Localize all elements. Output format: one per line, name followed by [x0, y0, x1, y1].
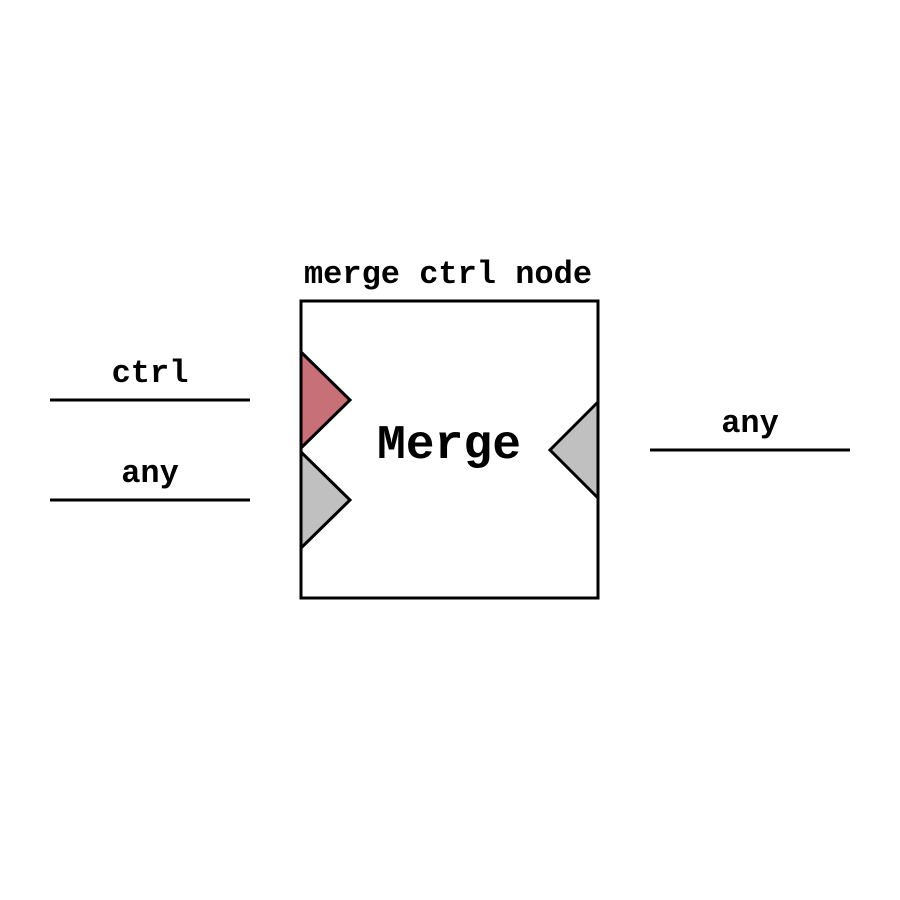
- input-port-any[interactable]: [299, 448, 353, 552]
- output-label-any: any: [721, 405, 779, 442]
- input-port-ctrl[interactable]: [299, 348, 353, 452]
- input-label-any: any: [121, 455, 179, 492]
- node-label: Merge: [377, 419, 521, 473]
- output-port-any[interactable]: [547, 398, 600, 502]
- input-label-ctrl: ctrl: [112, 355, 189, 392]
- node-title: merge ctrl node: [304, 256, 592, 293]
